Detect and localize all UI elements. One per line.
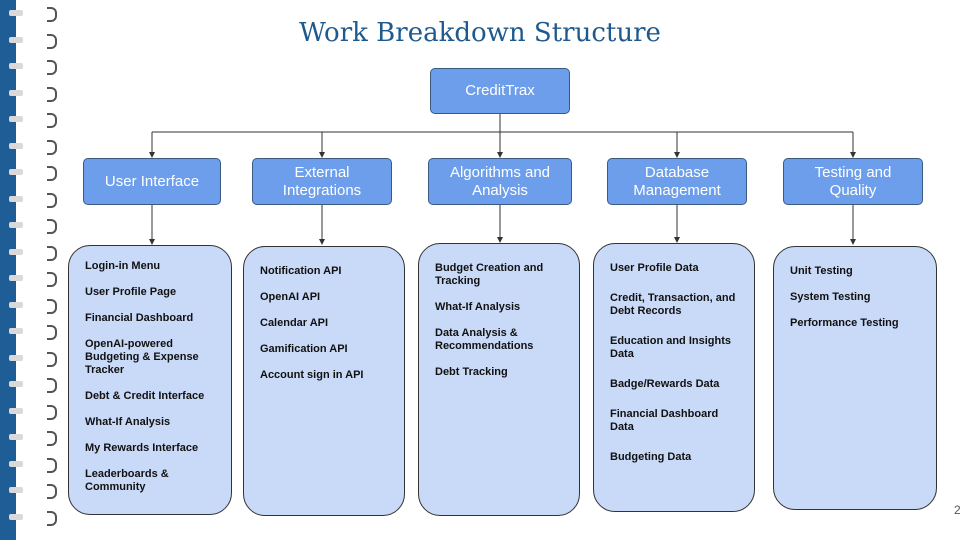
page-title: Work Breakdown Structure	[299, 18, 661, 48]
binder-ring	[9, 430, 57, 446]
binder-ring	[9, 112, 57, 128]
list-item: OpenAI-powered Budgeting & Expense Track…	[85, 338, 199, 376]
category-testing-quality: Testing and Quality	[783, 158, 923, 205]
category-database-management: Database Management	[607, 158, 747, 205]
list-item: Debt Tracking	[435, 366, 508, 378]
list-item: What-If Analysis	[85, 416, 171, 428]
list-item: Financial Dashboard Data	[610, 408, 719, 433]
binder-ring	[9, 483, 57, 499]
binder-ring	[9, 245, 57, 261]
list-item: Badge/Rewards Data	[610, 378, 720, 390]
panel-database-management: User Profile Data Credit, Transaction, a…	[593, 243, 755, 512]
binder-ring	[9, 192, 57, 208]
list-item: User Profile Page	[85, 286, 177, 298]
list-item: My Rewards Interface	[85, 442, 199, 454]
binder-strip	[0, 0, 16, 540]
binder-ring	[9, 86, 57, 102]
list-item: Budget Creation and Tracking	[435, 262, 544, 287]
root-node: CreditTrax	[430, 68, 570, 114]
binder-ring	[9, 218, 57, 234]
binder-ring	[9, 271, 57, 287]
list-item: System Testing	[790, 291, 871, 303]
binder-ring	[9, 165, 57, 181]
category-external-integrations: External Integrations	[252, 158, 392, 205]
list-item: What-If Analysis	[435, 301, 521, 313]
list-item: Data Analysis & Recommendations	[435, 327, 534, 352]
panel-testing-quality: Unit Testing System Testing Performance …	[773, 246, 937, 510]
list-item: Budgeting Data	[610, 451, 692, 463]
binder-ring	[9, 324, 57, 340]
list-item: Account sign in API	[260, 369, 364, 381]
list-item: Debt & Credit Interface	[85, 390, 205, 402]
category-algorithms-analysis: Algorithms and Analysis	[428, 158, 572, 205]
binder-ring	[9, 33, 57, 49]
list-item: Login-in Menu	[85, 260, 161, 272]
binder-ring	[9, 377, 57, 393]
list-item: User Profile Data	[610, 262, 699, 274]
binder-ring	[9, 6, 57, 22]
list-item: Calendar API	[260, 317, 329, 329]
binder-ring	[9, 59, 57, 75]
list-item: Credit, Transaction, and Debt Records	[610, 292, 736, 317]
panel-algorithms-analysis: Budget Creation and Tracking What-If Ana…	[418, 243, 580, 516]
page-number: 2	[954, 503, 960, 517]
binder-ring	[9, 139, 57, 155]
list-item: Unit Testing	[790, 265, 853, 277]
panel-user-interface: Login-in Menu User Profile Page Financia…	[68, 245, 232, 515]
panel-external-integrations: Notification API OpenAI API Calendar API…	[243, 246, 405, 516]
list-item: Notification API	[260, 265, 342, 277]
list-item: Leaderboards & Community	[85, 468, 169, 493]
binder-ring	[9, 298, 57, 314]
list-item: Education and Insights Data	[610, 335, 732, 360]
binder-ring	[9, 351, 57, 367]
list-item: OpenAI API	[260, 291, 321, 303]
list-item: Performance Testing	[790, 317, 899, 329]
binder-ring	[9, 404, 57, 420]
binder-ring	[9, 510, 57, 526]
list-item: Gamification API	[260, 343, 348, 355]
binder-ring	[9, 457, 57, 473]
category-user-interface: User Interface	[83, 158, 221, 205]
list-item: Financial Dashboard	[85, 312, 194, 324]
